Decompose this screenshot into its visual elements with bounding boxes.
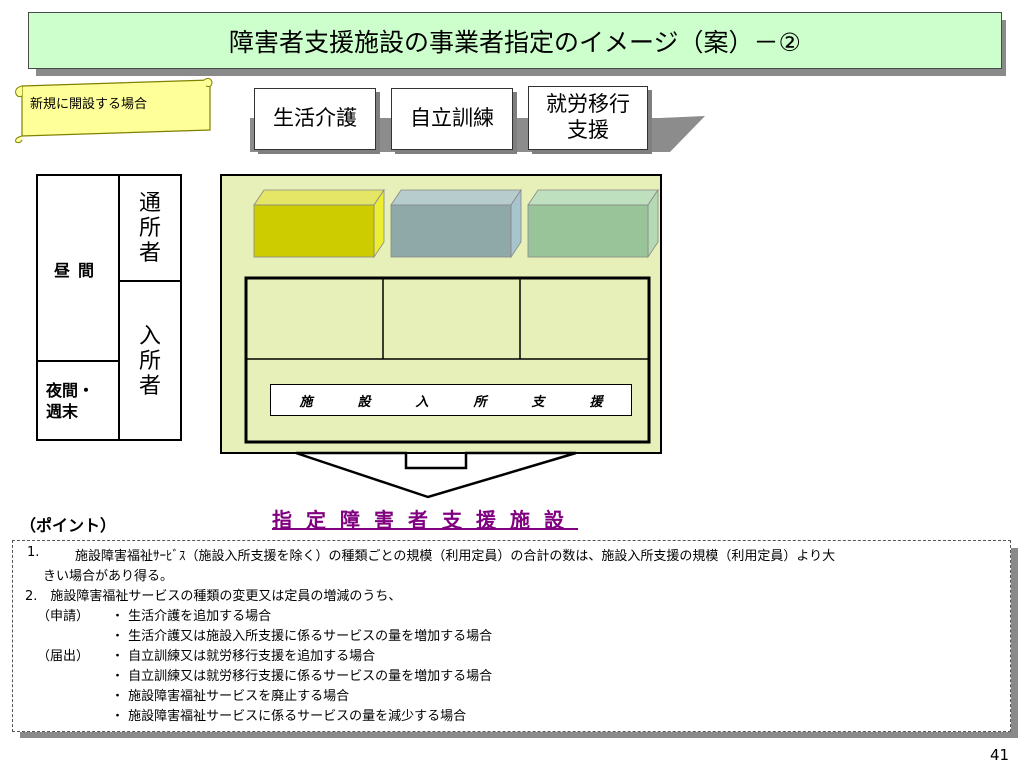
night-weekend-cell: 夜間・週末 xyxy=(38,362,118,441)
down-arrow xyxy=(295,451,577,499)
note-2: 2. 施設障害福祉サービスの種類の変更又は定員の増減のうち、 xyxy=(25,589,402,604)
facility-support-char: 支 xyxy=(531,394,545,410)
page-number: 41 xyxy=(990,746,1010,764)
time-table: 昼間 夜間・週末 通所者 入所者 xyxy=(36,174,182,441)
notes-box: 1. 施設障害福祉ｻｰﾋﾞｽ（施設入所支援を除く）の種類ごとの規模（利用定員）の… xyxy=(12,540,1011,732)
resident-label: 入所者 xyxy=(138,323,161,400)
facility-diagram xyxy=(220,174,662,499)
notification-item: ・ 施設障害福祉サービスに係るサービスの量を減少する場合 xyxy=(111,709,467,724)
service-box-employment-transition: 就労移行支援 xyxy=(528,86,648,150)
note-1-line-1: 施設障害福祉ｻｰﾋﾞｽ（施設入所支援を除く）の種類ごとの規模（利用定員）の合計の… xyxy=(75,549,836,564)
facility-support-char: 所 xyxy=(473,394,487,410)
service-label: 就労移行支援 xyxy=(546,92,630,142)
commuter-cell: 通所者 xyxy=(120,176,180,281)
facility-support-char: 施 xyxy=(299,394,313,410)
notification-item: ・ 自立訓練又は就労移行支援を追加する場合 xyxy=(111,649,376,664)
facility-admission-support-box: 施 設 入 所 支 援 xyxy=(270,384,632,416)
notification-item: ・ 自立訓練又は就労移行支援に係るサービスの量を増加する場合 xyxy=(111,669,493,684)
note-1-line-2: きい場合があり得る。 xyxy=(43,569,174,584)
notification-item: ・ 施設障害福祉サービスを廃止する場合 xyxy=(111,689,350,704)
facility-support-char: 援 xyxy=(589,394,603,410)
points-heading: （ポイント） xyxy=(20,516,117,535)
facility-support-char: 入 xyxy=(415,394,429,410)
service-box-independence-training: 自立訓練 xyxy=(391,88,513,150)
note-1-number: 1. xyxy=(27,545,40,560)
scroll-note-text: 新規に開設する場合 xyxy=(30,97,148,112)
night-weekend-label: 夜間・週末 xyxy=(46,380,95,421)
facility-inner-box xyxy=(244,276,651,444)
application-item: ・ 生活介護又は施設入所支援に係るサービスの量を増加する場合 xyxy=(111,629,493,644)
commuter-label: 通所者 xyxy=(138,190,161,267)
daytime-label: 昼間 xyxy=(53,260,102,280)
designated-facility-label: 指定障害者支援施設 xyxy=(272,508,578,532)
scroll-note-shape xyxy=(15,77,213,144)
application-label: （申請） xyxy=(37,609,90,624)
cube-life-care xyxy=(253,188,385,259)
service-box-life-care: 生活介護 xyxy=(254,88,376,150)
notification-label: （届出） xyxy=(37,649,90,664)
service-label: 生活介護 xyxy=(273,106,357,131)
service-label: 自立訓練 xyxy=(410,106,494,131)
cube-independence-training xyxy=(390,188,522,259)
cube-employment-transition xyxy=(527,188,659,259)
facility-support-char: 設 xyxy=(357,394,371,410)
application-item: ・ 生活介護を追加する場合 xyxy=(111,609,272,624)
daytime-cell: 昼間 xyxy=(38,176,118,361)
resident-cell: 入所者 xyxy=(120,282,180,441)
page-title: 障害者支援施設の事業者指定のイメージ（案）－② xyxy=(28,12,1002,69)
page-title-text: 障害者支援施設の事業者指定のイメージ（案）－② xyxy=(229,27,801,57)
